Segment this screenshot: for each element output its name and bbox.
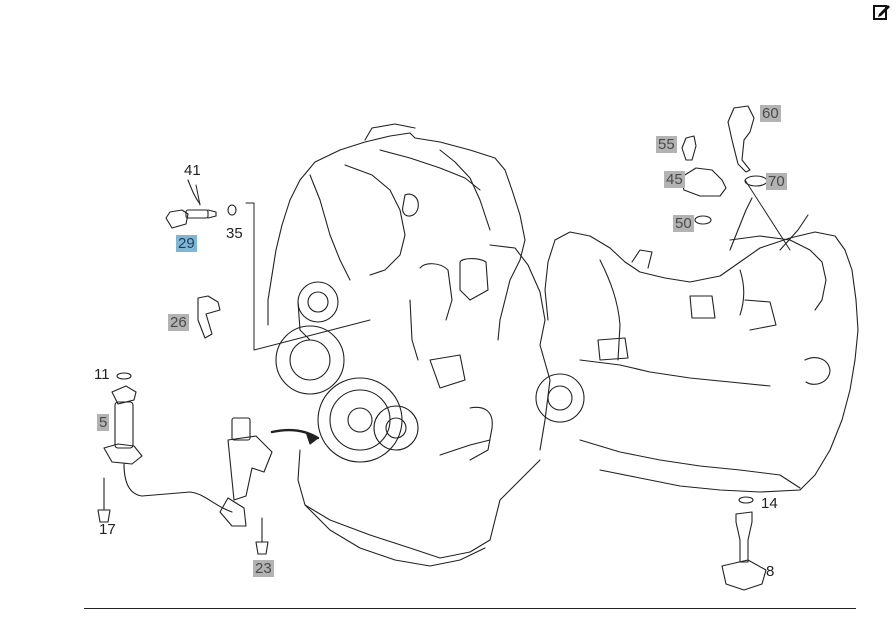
transmission-housing: [535, 197, 859, 493]
direction-arrow: [270, 428, 320, 445]
callout-5[interactable]: 5: [97, 414, 110, 431]
parts-bottom-right: [721, 496, 767, 591]
callout-17: 17: [99, 521, 116, 538]
callout-8: 8: [766, 563, 775, 580]
callout-70[interactable]: 70: [766, 173, 787, 190]
part-29-sensor: [165, 179, 237, 229]
callout-29[interactable]: 29: [176, 235, 197, 252]
callout-14: 14: [761, 495, 778, 512]
callout-26[interactable]: 26: [168, 314, 189, 331]
part-26-bracket: [197, 295, 221, 339]
callout-55[interactable]: 55: [656, 136, 677, 153]
edit-button[interactable]: [872, 2, 892, 22]
parts-top-right: [679, 105, 768, 225]
callout-45[interactable]: 45: [664, 171, 685, 188]
edit-icon: [873, 5, 890, 20]
callout-50[interactable]: 50: [673, 215, 694, 232]
part-5-sensor: [97, 372, 233, 523]
callout-11: 11: [94, 366, 110, 383]
engine-block: [267, 123, 551, 567]
callout-23[interactable]: 23: [253, 560, 274, 577]
leader-lines: [195, 179, 791, 351]
callout-35: 35: [226, 225, 243, 242]
callout-60[interactable]: 60: [760, 105, 781, 122]
callout-41: 41: [184, 162, 201, 179]
diagram-baseline: [84, 608, 856, 609]
part-23-sensor: [219, 417, 273, 555]
